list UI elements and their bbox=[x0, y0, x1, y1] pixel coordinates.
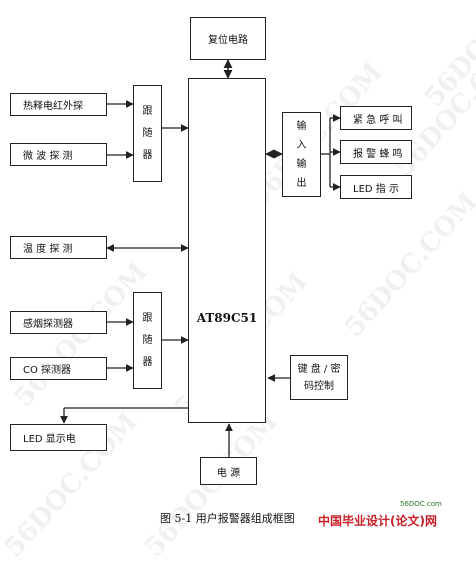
temperature-sensor-box: 温 度 探 测 bbox=[10, 236, 107, 259]
keypad-label-line2: 码控制 bbox=[304, 380, 334, 392]
power-box: 电 源 bbox=[200, 457, 257, 485]
keypad-label-line1: 键 盘 / 密 bbox=[297, 363, 341, 375]
temperature-sensor-label: 温 度 探 测 bbox=[23, 244, 73, 255]
follower-box-bottom: 跟 随 器 bbox=[133, 292, 162, 389]
follower-char: 随 bbox=[142, 334, 153, 346]
alarm-buzzer-label: 报 警 蜂 鸣 bbox=[353, 148, 403, 160]
alarm-buzzer-box: 报 警 蜂 鸣 bbox=[340, 140, 412, 164]
figure-number: 图 5-1 bbox=[160, 512, 193, 525]
io-box: 输 入 输 出 bbox=[282, 112, 321, 197]
mcu-label: AT89C51 bbox=[196, 311, 258, 325]
led-indicator-label: LED 指 示 bbox=[353, 183, 399, 195]
follower-char: 器 bbox=[142, 149, 153, 161]
smoke-sensor-label: 感烟探测器 bbox=[23, 319, 73, 330]
connection-lines bbox=[60, 59, 341, 457]
follower-box-top: 跟 随 器 bbox=[133, 85, 162, 182]
io-char: 出 bbox=[296, 177, 307, 189]
led-indicator-box: LED 指 示 bbox=[340, 175, 412, 199]
co-sensor-label: CO 探测器 bbox=[23, 365, 72, 376]
emergency-call-box: 紧 急 呼 叫 bbox=[340, 106, 412, 130]
microwave-sensor-label: 微 波 探 测 bbox=[23, 151, 73, 162]
site-logo-watermark: 中国毕业设计(论文)网 bbox=[318, 514, 437, 528]
io-char: 入 bbox=[296, 139, 307, 151]
reset-circuit-box: 复位电路 bbox=[190, 17, 266, 60]
site-url-watermark: 56DOC.com bbox=[400, 500, 442, 508]
io-char: 输 bbox=[296, 120, 307, 132]
led-display-label: LED 显示电 bbox=[23, 434, 76, 445]
emergency-call-label: 紧 急 呼 叫 bbox=[353, 114, 403, 126]
led-display-box: LED 显示电 bbox=[10, 424, 107, 451]
follower-char: 跟 bbox=[142, 105, 153, 117]
co-sensor-box: CO 探测器 bbox=[10, 357, 107, 380]
follower-char: 跟 bbox=[142, 312, 153, 324]
figure-caption: 图 5-1 用户报警器组成框图 bbox=[160, 510, 295, 526]
microwave-sensor-box: 微 波 探 测 bbox=[10, 143, 107, 166]
pyro-sensor-label: 热释电红外探 bbox=[23, 101, 83, 112]
reset-circuit-label: 复位电路 bbox=[208, 35, 248, 46]
keypad-box: 键 盘 / 密 码控制 bbox=[290, 355, 348, 400]
pyro-sensor-box: 热释电红外探 bbox=[10, 93, 107, 116]
figure-title: 用户报警器组成框图 bbox=[195, 512, 295, 525]
follower-char: 器 bbox=[142, 356, 153, 368]
power-label: 电 源 bbox=[216, 467, 241, 479]
io-char: 输 bbox=[296, 158, 307, 170]
mcu-box: AT89C51 bbox=[188, 78, 266, 423]
follower-char: 随 bbox=[142, 127, 153, 139]
smoke-sensor-box: 感烟探测器 bbox=[10, 311, 107, 334]
